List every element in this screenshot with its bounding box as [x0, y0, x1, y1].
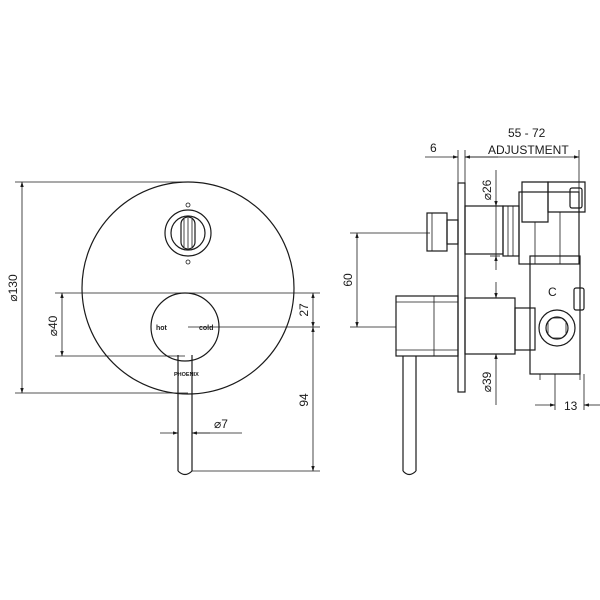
dim-depth-13: 13 [564, 399, 578, 413]
lever [177, 355, 193, 476]
dim-adjustment-range: 55 - 72 [508, 126, 546, 140]
dim-body-diameter: ⌀39 [480, 371, 494, 392]
dim-offset-27: 27 [297, 303, 311, 317]
cold-label: cold [199, 325, 213, 332]
diverter-button [164, 202, 212, 265]
cover-plate-outline [81, 181, 295, 395]
dim-adjustment-label: ADJUSTMENT [488, 143, 569, 157]
hot-label: hot [156, 325, 168, 332]
dim-handle-diameter: ⌀40 [46, 315, 60, 336]
brand-logo: PHOENIX [174, 372, 199, 378]
dim-plate-thickness: 6 [430, 141, 437, 155]
side-diverter [426, 212, 459, 252]
side-lever [402, 356, 417, 476]
cold-mark: C [548, 285, 557, 299]
side-cover-plate [457, 182, 466, 393]
side-view: C 6 55 - 72 ADJUSTMENT ⌀26 60 ⌀39 [341, 126, 600, 476]
dim-lever-length: 94 [297, 393, 311, 407]
dim-spacing-60: 60 [341, 273, 355, 287]
dim-outer-diameter: ⌀130 [6, 274, 20, 302]
dim-lever-diameter: ⌀7 [214, 417, 228, 431]
dim-port-diameter: ⌀26 [480, 179, 494, 200]
side-mixer-handle [395, 295, 459, 357]
valve-body: C [464, 181, 586, 380]
front-view: hot cold PHOENIX ⌀130 ⌀40 27 94 [6, 181, 320, 476]
